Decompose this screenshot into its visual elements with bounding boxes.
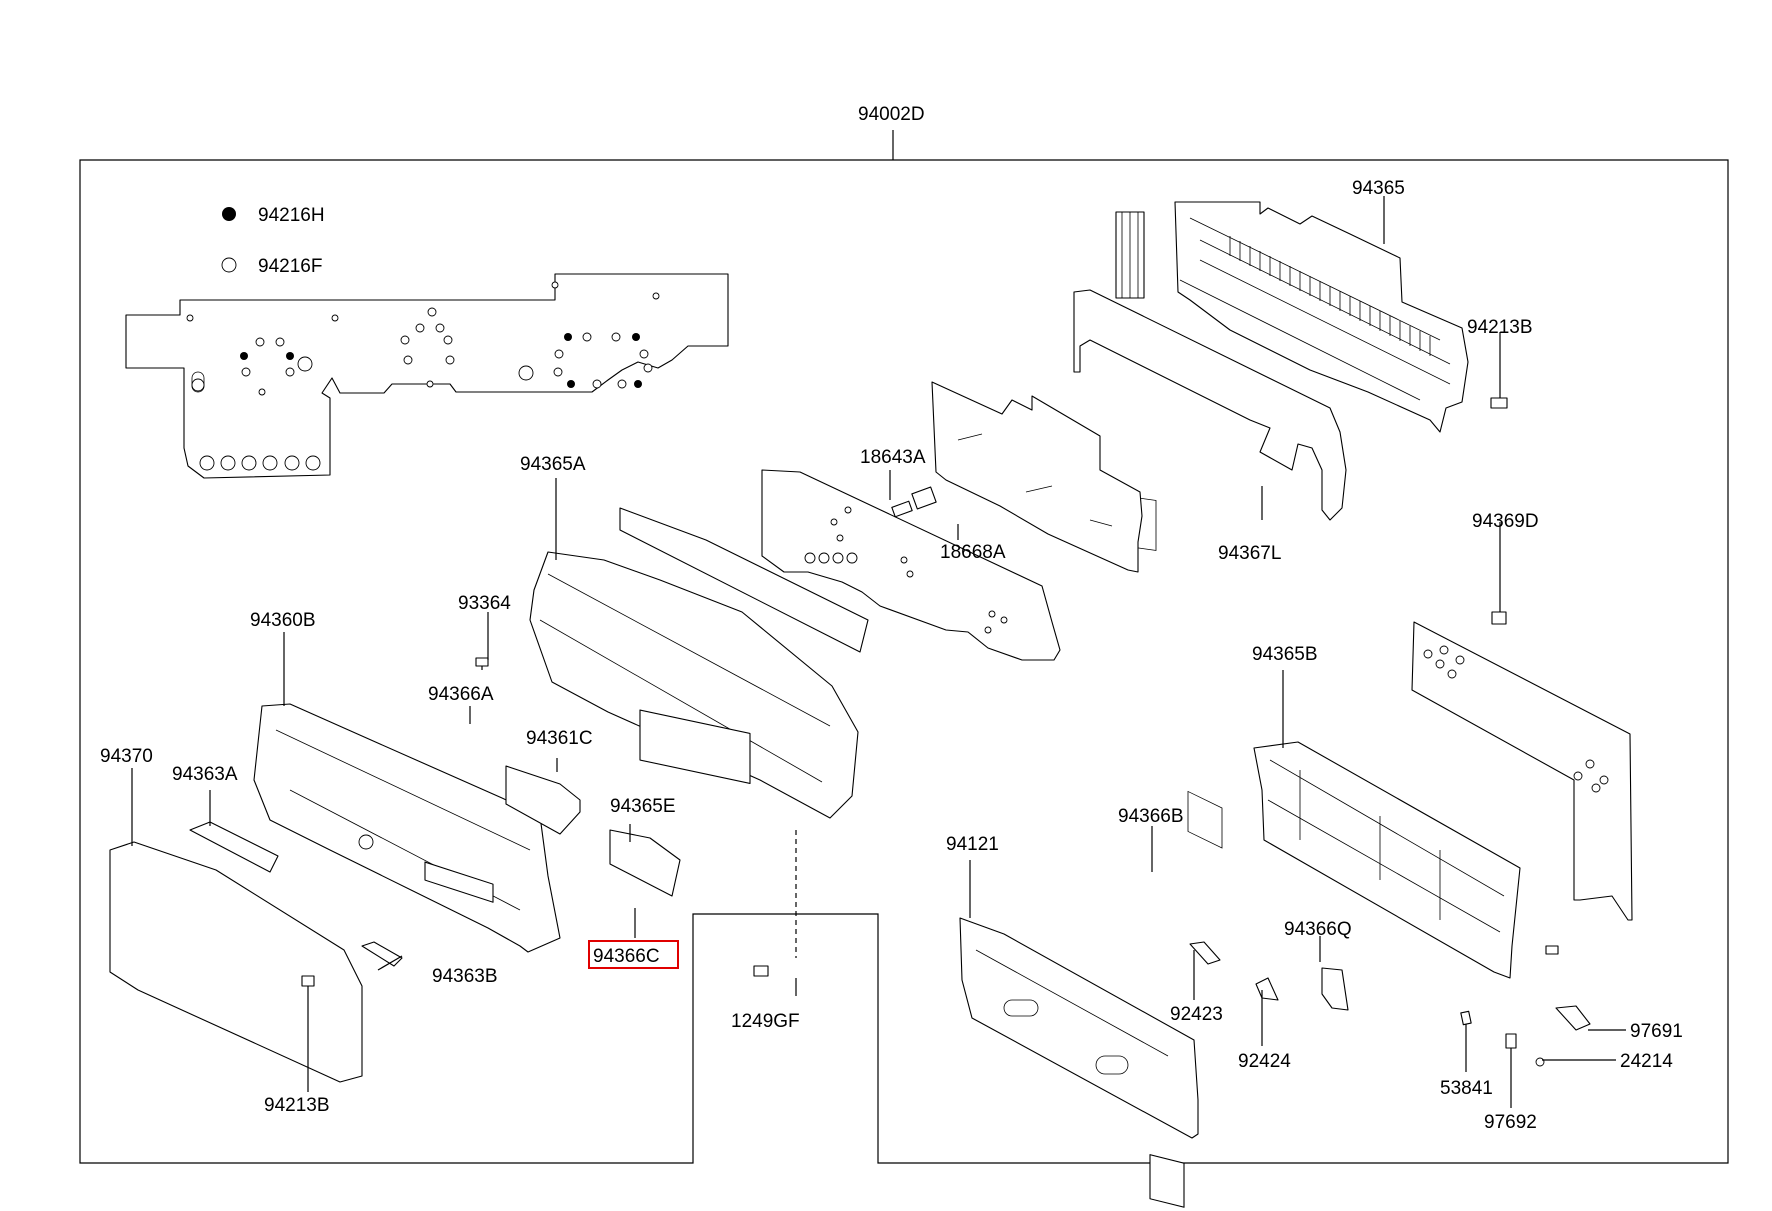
callout-94370: 94370 [100, 746, 153, 767]
legend-label-open: 94216F [258, 256, 322, 277]
screw-drawing-1249GF [753, 830, 797, 977]
assembly-label: 94002D [858, 104, 925, 125]
highlighted-callout-94366C[interactable]: 94366C [588, 940, 679, 969]
label-strips-drawing [189, 821, 403, 967]
callout-94365A: 94365A [520, 454, 586, 475]
callout-94361C: 94361C [526, 728, 593, 749]
callout-94366C[interactable]: 94366C [593, 946, 660, 967]
callout-94367L: 94367L [1218, 543, 1281, 564]
callout-94365E: 94365E [610, 796, 676, 817]
plate-94369D-drawing [1411, 621, 1633, 921]
callout-94366B: 94366B [1118, 806, 1184, 827]
callout-94369D: 94369D [1472, 511, 1539, 532]
legend-label-filled: 94216H [258, 205, 325, 226]
small-parts-center-drawing [424, 657, 681, 903]
legend: 94216H 94216F [221, 205, 325, 277]
screw-drawing-94369D [1491, 540, 1507, 625]
callout-18668A: 18668A [940, 542, 1006, 563]
callout-24214: 24214 [1620, 1051, 1673, 1072]
callout-94121: 94121 [946, 834, 999, 855]
glass-drawing [109, 841, 363, 1083]
callout-94365: 94365 [1352, 178, 1405, 199]
case-frame-drawing [529, 551, 859, 819]
callout-53841: 53841 [1440, 1078, 1493, 1099]
callout-18643A: 18643A [860, 447, 926, 468]
callout-labels: 94365 94213B 94365A 18643A 18668A 94367L… [100, 178, 1683, 1133]
callout-94363B: 94363B [432, 966, 498, 987]
callout-94363A: 94363A [172, 764, 238, 785]
callout-94213B-top: 94213B [1467, 317, 1533, 338]
open-circle-icon [221, 257, 237, 273]
callout-93364: 93364 [458, 593, 511, 614]
callout-1249GF: 1249GF [731, 1011, 800, 1032]
assembly-frame: 94002D [79, 104, 1729, 1164]
light-guide-strip-drawing [619, 507, 869, 653]
circuit-board-drawing [125, 273, 729, 479]
bulb-sockets-drawing [891, 486, 937, 518]
callout-92424: 92424 [1238, 1051, 1291, 1072]
back-housing-drawing [1115, 201, 1469, 433]
panel-94121-drawing [959, 917, 1199, 1139]
leader-lines [131, 196, 1626, 1108]
callout-97691: 97691 [1630, 1021, 1683, 1042]
rear-housing-drawing [1253, 741, 1521, 979]
callout-97692: 97692 [1484, 1112, 1537, 1133]
screw-drawing-bottom [301, 975, 315, 1086]
lens-frame-drawing [253, 703, 561, 953]
circuit-board-b-drawing [761, 469, 1061, 661]
screw-drawing-top [1490, 350, 1508, 409]
filled-circle-icon [222, 207, 236, 221]
callout-94366A: 94366A [428, 684, 494, 705]
callout-94366Q: 94366Q [1284, 919, 1352, 940]
callout-94360B: 94360B [250, 610, 316, 631]
circuit-board-a-drawing [931, 381, 1143, 573]
callout-94213B-bottom: 94213B [264, 1095, 330, 1116]
callout-94365B: 94365B [1252, 644, 1318, 665]
small-parts-right-drawing [1149, 941, 1591, 1208]
callout-92423: 92423 [1170, 1004, 1223, 1025]
